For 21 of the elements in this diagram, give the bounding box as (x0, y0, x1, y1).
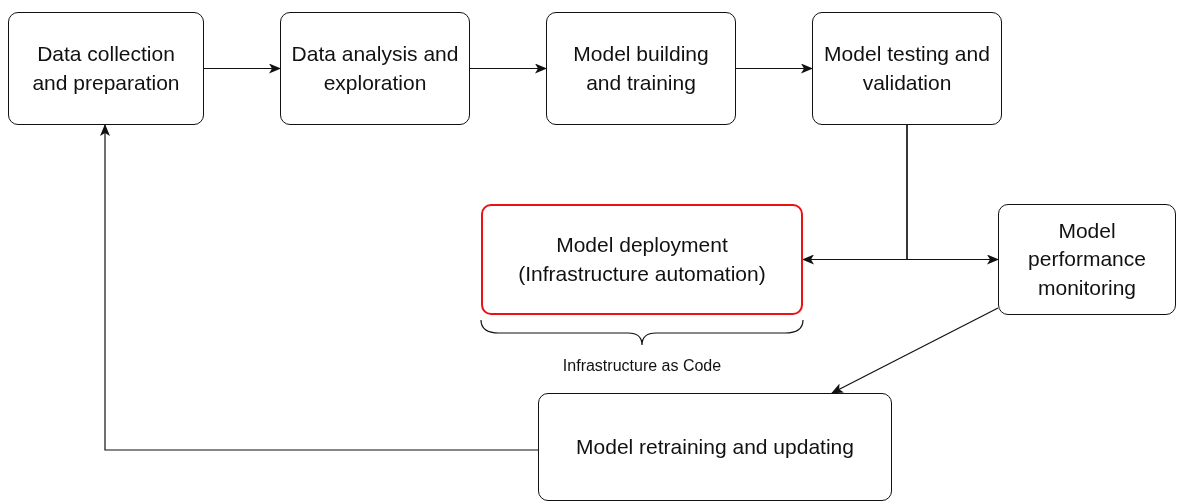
process-box (546, 12, 736, 125)
arrow (831, 307, 999, 394)
arrow (100, 124, 539, 451)
brace-label: Infrastructure as Code (562, 357, 722, 375)
process-box (481, 204, 803, 315)
box-label: Data analysis and exploration (290, 41, 460, 96)
arrow (906, 124, 999, 265)
arrow (203, 63, 281, 74)
process-box (538, 393, 892, 501)
process-box (8, 12, 204, 125)
box-label: Data collection and preparation (31, 41, 181, 96)
box-label: Model performance monitoring (1027, 218, 1147, 301)
process-box (812, 12, 1002, 125)
arrow (735, 63, 813, 74)
box-label: Model building and training (572, 41, 710, 96)
arrow (469, 63, 547, 74)
process-box (280, 12, 470, 125)
box-label: Model retraining and updating (576, 433, 854, 460)
box-label: Model deployment (Infrastructure automation) (517, 232, 767, 287)
box-label: Model testing and validation (823, 41, 991, 96)
process-box (998, 204, 1176, 315)
